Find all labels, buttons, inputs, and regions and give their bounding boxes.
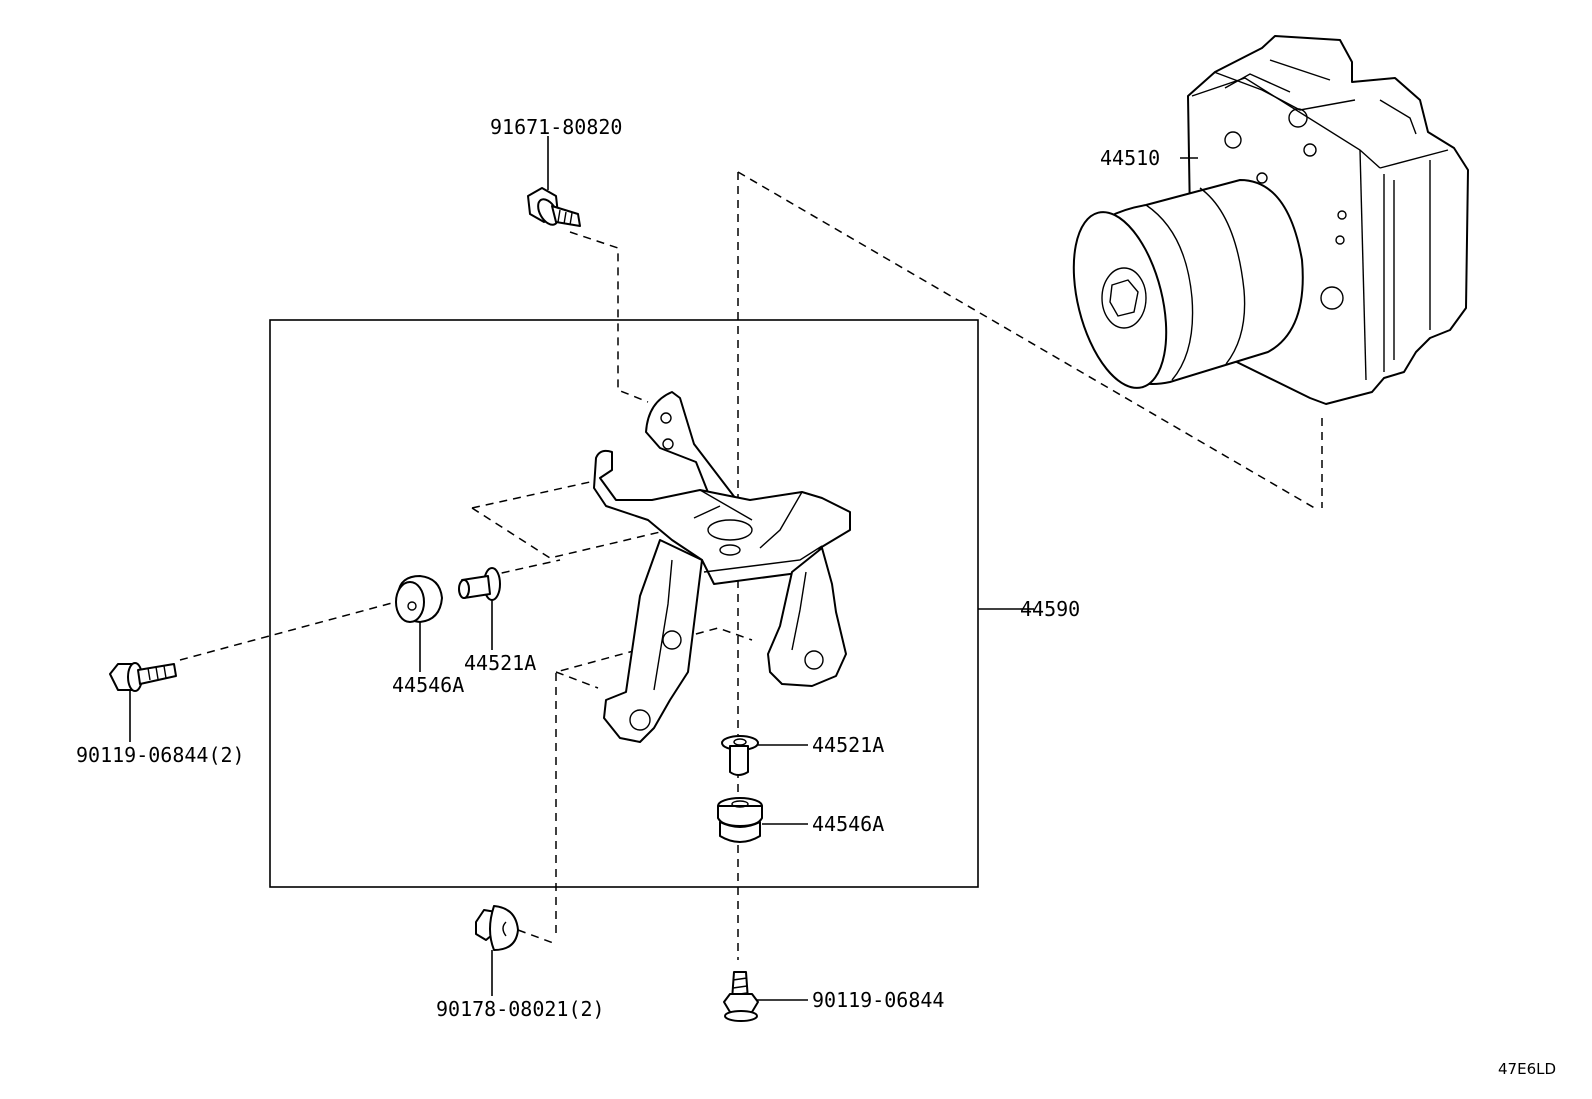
bushing-44546a-left-icon (395, 575, 443, 623)
label-44590: 44590 (1020, 597, 1080, 621)
label-44546a-right: 44546A (812, 812, 884, 836)
diagram-reference-code: 47E6LD (1498, 1060, 1556, 1078)
label-44546a-left: 44546A (392, 673, 464, 697)
dashed-guide-lines (179, 171, 1323, 960)
label-91671-80820: 91671-80820 (490, 115, 622, 139)
label-90119-06844-2: 90119-06844(2) (76, 743, 245, 767)
bushing-44546a-right-icon (717, 797, 763, 843)
label-44510: 44510 (1100, 146, 1160, 170)
label-90178-08021-2: 90178-08021(2) (436, 997, 605, 1021)
abs-actuator-unit (1072, 35, 1469, 405)
bolt-90119-bottom-icon (723, 971, 759, 1022)
collar-44521a-left-icon (458, 567, 501, 601)
bolt-91671-icon (527, 187, 581, 227)
leader-lines (129, 136, 1198, 1001)
label-90119-06844: 90119-06844 (812, 988, 944, 1012)
nut-90178-icon (475, 905, 519, 951)
label-44521a-left: 44521A (464, 651, 536, 675)
bolt-90119-left-icon (109, 662, 177, 692)
assembly-frame-box (269, 319, 979, 888)
collar-44521a-right-icon (721, 735, 759, 776)
label-44521a-right: 44521A (812, 733, 884, 757)
bracket-assembly (593, 391, 851, 743)
